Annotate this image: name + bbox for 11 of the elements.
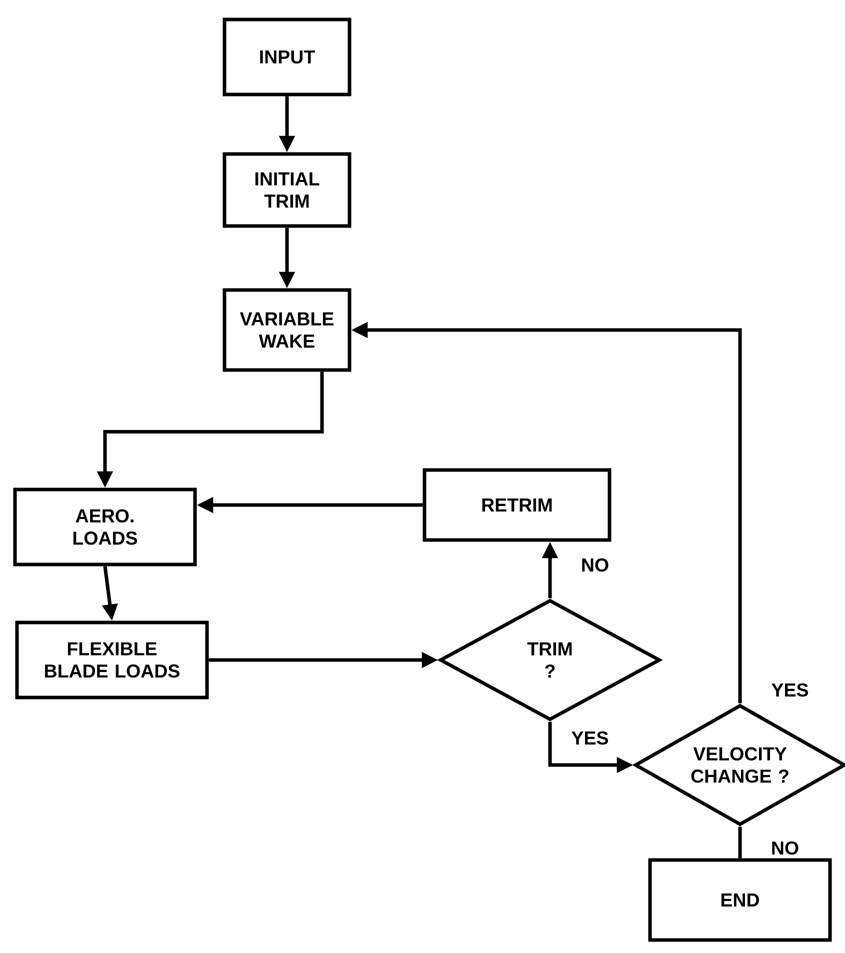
process-box: AERO. LOADS [13,488,197,566]
process-box: RETRIM [422,468,612,542]
process-box: END [648,858,832,942]
process-box: FLEXIBLE BLADE LOADS [15,620,209,700]
edge-label: NO [770,840,800,856]
process-box: INPUT [222,18,352,96]
edge-label: YES [570,730,610,746]
edge-label: YES [770,682,810,698]
process-box: VARIABLE WAKE [222,288,352,372]
edge-label: NO [580,557,610,573]
process-box: INITIAL TRIM [222,152,352,228]
